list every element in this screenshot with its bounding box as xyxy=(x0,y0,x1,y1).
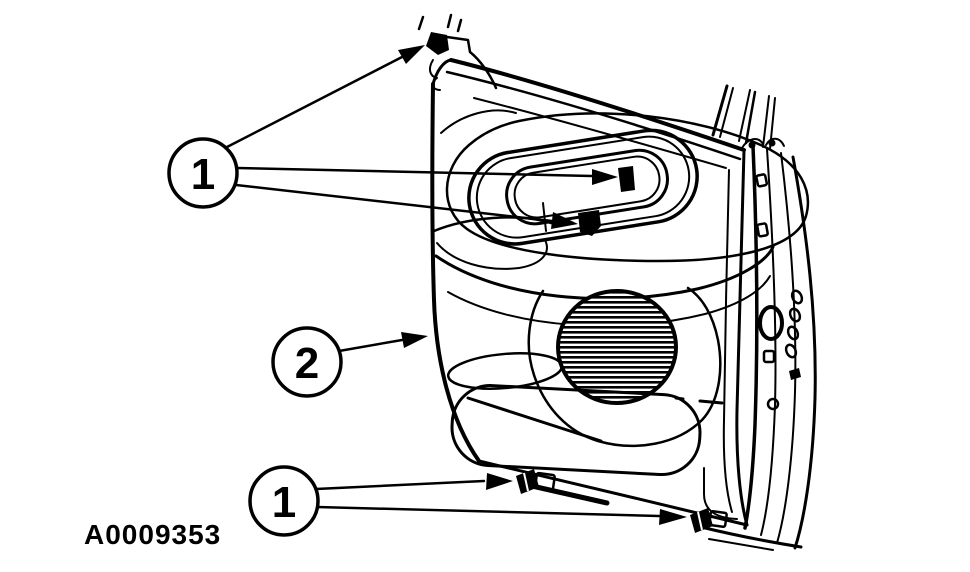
speaker-bezel xyxy=(527,286,722,448)
panel-dash-2 xyxy=(698,399,724,405)
map-pocket-crease xyxy=(466,396,603,443)
shell-hole-circle xyxy=(766,397,780,411)
pull-cup-screw-lower xyxy=(578,210,601,236)
speaker-grille xyxy=(556,289,678,405)
map-pocket xyxy=(446,352,724,477)
map-pocket-top-rim xyxy=(446,352,564,390)
arrowhead-sail-screw xyxy=(398,45,425,64)
shell-line-3 xyxy=(776,152,797,544)
screw-tick-3 xyxy=(456,18,463,33)
retaining-screw-bottom-left xyxy=(516,469,610,506)
panel-bottom-right-corner xyxy=(703,467,738,520)
screw-tick-1 xyxy=(417,15,425,31)
shell-bottom-edge xyxy=(699,525,803,549)
pull-cup-screw-upper xyxy=(618,166,635,192)
pull-cup-bezel xyxy=(445,112,810,263)
window-frame-line-2 xyxy=(719,87,734,138)
shell-hole-oval-3 xyxy=(786,325,800,341)
shell-bottom-edge-2 xyxy=(708,538,774,551)
window-frame-line-3 xyxy=(738,89,751,142)
arrowhead-cup-screw-upper xyxy=(592,169,618,185)
panel-dash-1 xyxy=(674,396,685,401)
door-shell-edge xyxy=(699,84,817,551)
map-pocket-body xyxy=(450,384,702,477)
sail-mount-outline xyxy=(434,34,498,90)
shell-outer-edge xyxy=(791,155,817,550)
callout-1-top: 1 xyxy=(167,137,239,209)
panel-right-inner-line xyxy=(722,169,733,513)
callout-label: 2 xyxy=(295,339,319,388)
leader-line-1-to-cup-screw-lower xyxy=(234,183,554,223)
shell-detail-dots xyxy=(748,139,801,380)
shell-hole-oval-1 xyxy=(790,289,804,305)
arrowhead-bottom-screw-right xyxy=(659,509,687,525)
screw-slash xyxy=(523,472,529,492)
callout-label: 1 xyxy=(272,478,296,527)
screw-glyph xyxy=(690,508,713,533)
panel-bottom-edge xyxy=(477,459,749,527)
callout-circle xyxy=(248,465,320,537)
window-frame-line-1 xyxy=(711,84,729,137)
shell-line-1 xyxy=(743,144,759,530)
callout-circle xyxy=(271,326,343,398)
shell-bump-dot-2 xyxy=(768,139,776,147)
speaker xyxy=(527,286,722,448)
callout-circle xyxy=(167,137,239,209)
leader-line-1-to-bottom-screw-right xyxy=(315,505,661,518)
window-frame-line-4 xyxy=(744,90,757,145)
retaining-screw-bottom-right xyxy=(690,508,728,533)
shell-hole-oval-2 xyxy=(788,307,802,323)
shell-hole-oval-4 xyxy=(784,343,798,359)
shell-latch-opening xyxy=(758,305,784,341)
sail-bracket-squiggle xyxy=(428,59,441,91)
panel-left-edge xyxy=(430,82,481,463)
shell-hole-square-1 xyxy=(755,173,769,188)
switch-pocket-tick xyxy=(542,202,547,232)
armrest-front-sweep xyxy=(434,245,775,301)
shell-hole-square-3 xyxy=(762,349,776,364)
shell-line-2 xyxy=(760,148,777,536)
callout-label: 1 xyxy=(191,150,215,199)
callout-1-bottom: 1 xyxy=(248,465,320,537)
figure-id-label: A0009353 xyxy=(84,519,221,550)
shell-clip-mark xyxy=(789,368,801,380)
shell-top-bump-1 xyxy=(741,138,764,149)
callout-2-middle: 2 xyxy=(271,326,343,398)
sail-inner-curve xyxy=(440,109,517,134)
leader-line-1-to-bottom-screw-left xyxy=(314,479,486,491)
panel-top-inner-contour xyxy=(473,97,727,169)
panel-top-edge xyxy=(449,58,746,152)
pull-cup-recess-inner xyxy=(513,155,661,219)
screw-slash xyxy=(697,511,703,531)
panel-top-edge-inner xyxy=(445,70,742,161)
window-frame-line-5 xyxy=(762,95,770,148)
mirror-sail-screw xyxy=(417,13,463,55)
arrowhead-bottom-screw-left xyxy=(486,473,513,490)
switch-pocket-curve xyxy=(436,239,548,270)
shell-top-bump-2 xyxy=(765,137,785,147)
shell-hole-square-2 xyxy=(756,222,769,238)
screw-head xyxy=(426,32,449,55)
leader-line-1-to-cup-screw-upper xyxy=(235,166,594,178)
arrowhead-panel xyxy=(401,332,428,348)
screw-shadow-line xyxy=(529,483,610,506)
screw-tick-2 xyxy=(446,13,453,29)
arrowhead-cup-screw-lower xyxy=(551,212,578,229)
leader-line-2-to-panel xyxy=(337,338,404,353)
callout-leader-lines xyxy=(225,45,687,525)
door-trim-panel xyxy=(428,34,749,527)
shell-bump-dot-1 xyxy=(748,141,756,149)
leader-line-1-to-sail-screw xyxy=(225,54,406,149)
screw-washer xyxy=(708,509,728,529)
panel-right-edge xyxy=(735,148,749,527)
